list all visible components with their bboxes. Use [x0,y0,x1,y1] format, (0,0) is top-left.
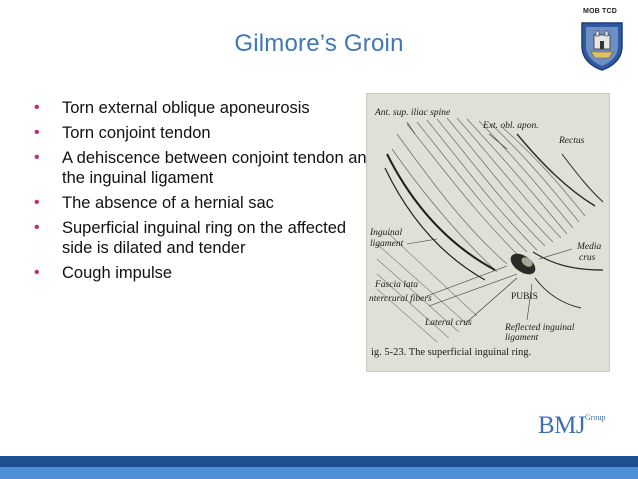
bullet-text: The absence of a hernial sac [62,194,274,212]
bullet-item: • Cough impulse [34,263,379,283]
label-reflected-ligament: ligament [505,333,539,343]
label-inguinal: Inguinal [370,228,403,238]
label-crus: crus [579,253,596,263]
bmj-logo-text: BMJ [538,412,586,439]
label-medial: Media [577,242,602,252]
label-fascia-lata: Fascia lata [375,280,419,290]
mob-tcd-label: MOB TCD [582,8,618,15]
bullet-list: • Torn external oblique aponeurosis • Torn… [34,98,379,288]
bullet-item: • Torn conjoint tendon [34,123,379,143]
bullet-text: Cough impulse [62,264,173,282]
footer-bar-dark [0,456,638,467]
label-ext-obl-apon: Ext. obl. apon. [483,121,539,131]
bullet-text: Torn external oblique aponeurosis [62,99,310,117]
label-ligament: ligament [370,239,404,249]
label-ant-sup-iliac-spine: Ant. sup. iliac spine [375,108,451,118]
label-lateral-crus: Lateral crus [425,318,472,328]
bullet-dot-icon: • [34,149,40,166]
bullet-text: A dehiscence between conjoint tendon and… [62,149,376,187]
bmj-group-logo: BMJ Group [538,412,618,442]
bmj-logo-group: Group [585,413,606,422]
bullet-text: Superficial inguinal ring on the affecte… [62,219,347,257]
slide-title: Gilmore’s Groin [234,30,404,57]
bullet-dot-icon: • [34,99,40,116]
anatomy-illustration: Ant. sup. iliac spine Ext. obl. apon. Re… [366,93,610,372]
bullet-item: • A dehiscence between conjoint tendon an… [34,148,379,188]
bullet-dot-icon: • [34,219,40,236]
label-rectus: Rectus [559,136,585,146]
bullet-item: • Superficial inguinal ring on the affect… [34,218,379,258]
bullet-item: • Torn external oblique aponeurosis [34,98,379,118]
inguinal-ring-drawing [376,117,604,343]
bullet-dot-icon: • [34,194,40,211]
bullet-text: Torn conjoint tendon [62,124,211,142]
university-crest-icon [581,22,623,71]
footer-bar-light [0,467,638,479]
bullet-dot-icon: • [34,264,40,281]
bullet-dot-icon: • [34,124,40,141]
label-intercrural-fibers: ntercrural fibers [369,294,432,304]
label-pubis: PUBIS [511,292,538,302]
bullet-item: • The absence of a hernial sac [34,193,379,213]
figure-caption: ig. 5-23. The superficial inguinal ring. [371,347,532,358]
label-reflected-inguinal: Reflected inguinal [505,323,575,333]
